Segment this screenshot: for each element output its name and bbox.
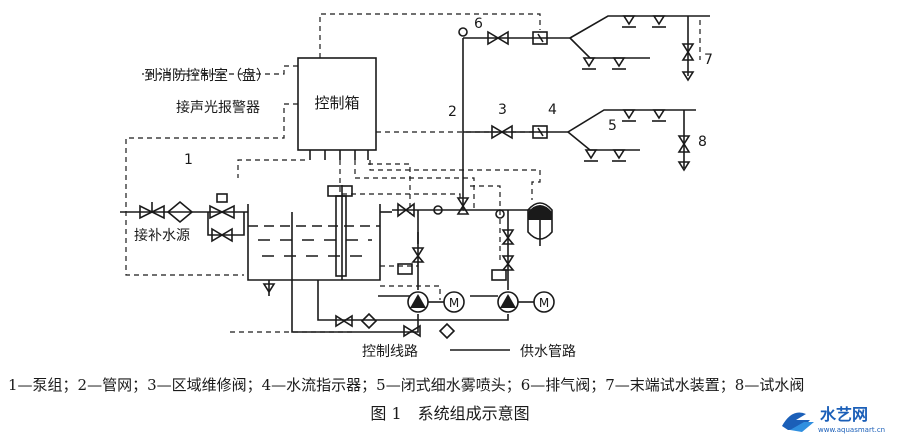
- control-lines: [125, 13, 541, 333]
- figure-caption: 图 1 系统组成示意图: [370, 404, 530, 423]
- control-line-label: 控制线路: [362, 344, 418, 360]
- component-legend: 1—泵组；2—管网；3—区域维修阀；4—水流指示器；5—闭式细水雾喷头；6—排气…: [8, 376, 805, 394]
- supply-pipes: [120, 37, 570, 333]
- control-box-label: 控制箱: [314, 94, 359, 112]
- fire-control-room-label: 到消防控制室（盘）: [144, 67, 270, 84]
- number-4: 4: [548, 102, 557, 118]
- water-tank: [247, 185, 381, 296]
- logo-text: 水艺网: [820, 405, 868, 424]
- lower-zone: [491, 109, 696, 172]
- motor-label-2: M: [539, 296, 549, 310]
- make-up-water-label: 接补水源: [134, 227, 190, 244]
- aquasmart-logo: 水艺网 www.aquasmart.cn: [782, 405, 885, 434]
- number-5: 5: [608, 118, 617, 134]
- supply-pipe-label: 供水管路: [520, 344, 576, 360]
- pressure-tank: [527, 202, 553, 240]
- logo-url: www.aquasmart.cn: [818, 426, 885, 434]
- number-6: 6: [474, 16, 483, 32]
- number-1: 1: [184, 152, 193, 168]
- number-7: 7: [704, 52, 713, 68]
- pump-house-valves: [335, 197, 515, 340]
- pump-2: M: [497, 291, 555, 313]
- upper-zone: [458, 15, 710, 82]
- number-3: 3: [498, 102, 507, 118]
- pump-1: M: [407, 291, 465, 313]
- inlet-valves: [139, 193, 235, 243]
- motor-label-1: M: [449, 296, 459, 310]
- system-schematic: 控制箱: [120, 13, 713, 360]
- number-2: 2: [448, 104, 457, 120]
- number-8: 8: [698, 134, 707, 150]
- alarm-label: 接声光报警器: [176, 99, 260, 116]
